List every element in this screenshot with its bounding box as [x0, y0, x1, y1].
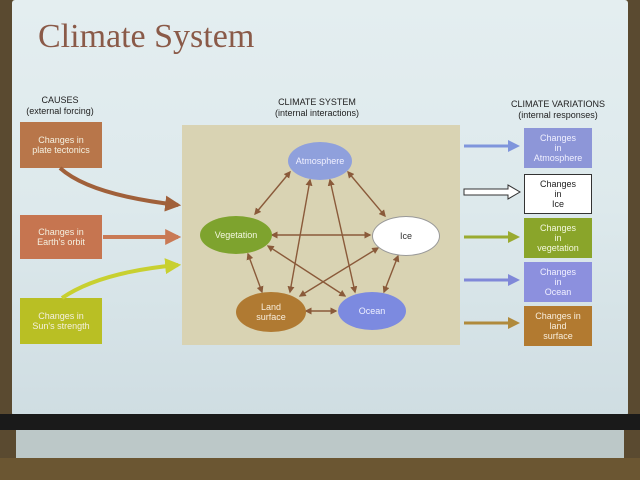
causes-title: CAUSES [41, 95, 79, 105]
slide-title: Climate System [38, 18, 255, 55]
node-label: Ice [399, 231, 412, 241]
variation-label: Changes in Ice [539, 179, 577, 209]
link-atm-land [287, 178, 313, 294]
output-arrow-head-0 [508, 140, 520, 152]
link-ice-ocean [382, 254, 400, 294]
system-header: CLIMATE SYSTEM (internal interactions) [262, 97, 372, 119]
variation-box-atmosphere: Changes in Atmosphere [524, 128, 592, 168]
node-label: Vegetation [214, 230, 258, 240]
variation-label: Changes in land surface [535, 311, 581, 341]
cause-label: Changes in plate tectonics [32, 135, 90, 155]
variations-subtitle: (internal responses) [518, 110, 598, 120]
variation-box-land-surface: Changes in land surface [524, 306, 592, 346]
node-vegetation: Vegetation [200, 216, 272, 254]
node-ocean: Ocean [338, 292, 406, 330]
variation-box-ocean: Changes in Ocean [524, 262, 592, 302]
cause-arrow-sun [60, 258, 182, 300]
variation-label: Changes in vegetation [537, 223, 579, 253]
node-land-surface: Land surface [236, 292, 306, 332]
system-title: CLIMATE SYSTEM [278, 97, 356, 107]
floor [0, 458, 640, 480]
causes-subtitle: (external forcing) [26, 106, 94, 116]
link-atm-ice [347, 170, 386, 218]
link-ice-land [298, 247, 380, 297]
cause-label: Changes in Sun's strength [32, 311, 90, 331]
output-arrow-head-3 [508, 274, 520, 286]
variations-title: CLIMATE VARIATIONS [510, 99, 605, 109]
system-subtitle: (internal interactions) [274, 108, 360, 118]
variation-label: Changes in Atmosphere [533, 133, 583, 163]
node-label: Atmosphere [295, 156, 345, 166]
link-atm-veg [254, 170, 291, 216]
output-arrow-head-4 [508, 317, 520, 329]
cause-label: Changes in Earth's orbit [37, 227, 85, 247]
link-veg-ocean [266, 245, 347, 297]
variation-label: Changes in Ocean [539, 267, 577, 297]
link-veg-land [246, 252, 264, 294]
variation-box-ice: Changes in Ice [524, 174, 592, 214]
variations-header: CLIMATE VARIATIONS (internal responses) [496, 99, 620, 121]
node-ice: Ice [372, 216, 440, 256]
output-arrow-1 [463, 184, 521, 200]
cause-box-earth-orbit: Changes in Earth's orbit [20, 215, 102, 259]
node-atmosphere: Atmosphere [288, 142, 352, 180]
causes-header: CAUSES (external forcing) [18, 95, 102, 117]
node-label: Ocean [358, 306, 386, 316]
node-label: Land surface [256, 302, 286, 322]
cause-arrow-tectonics [58, 166, 182, 212]
screen-frame-bar [0, 414, 640, 430]
variation-box-vegetation: Changes in vegetation [524, 218, 592, 258]
cause-box-sun-strength: Changes in Sun's strength [20, 298, 102, 344]
output-arrow-head-2 [508, 231, 520, 243]
cause-box-plate-tectonics: Changes in plate tectonics [20, 122, 102, 168]
screen-lower-edge [16, 430, 624, 460]
